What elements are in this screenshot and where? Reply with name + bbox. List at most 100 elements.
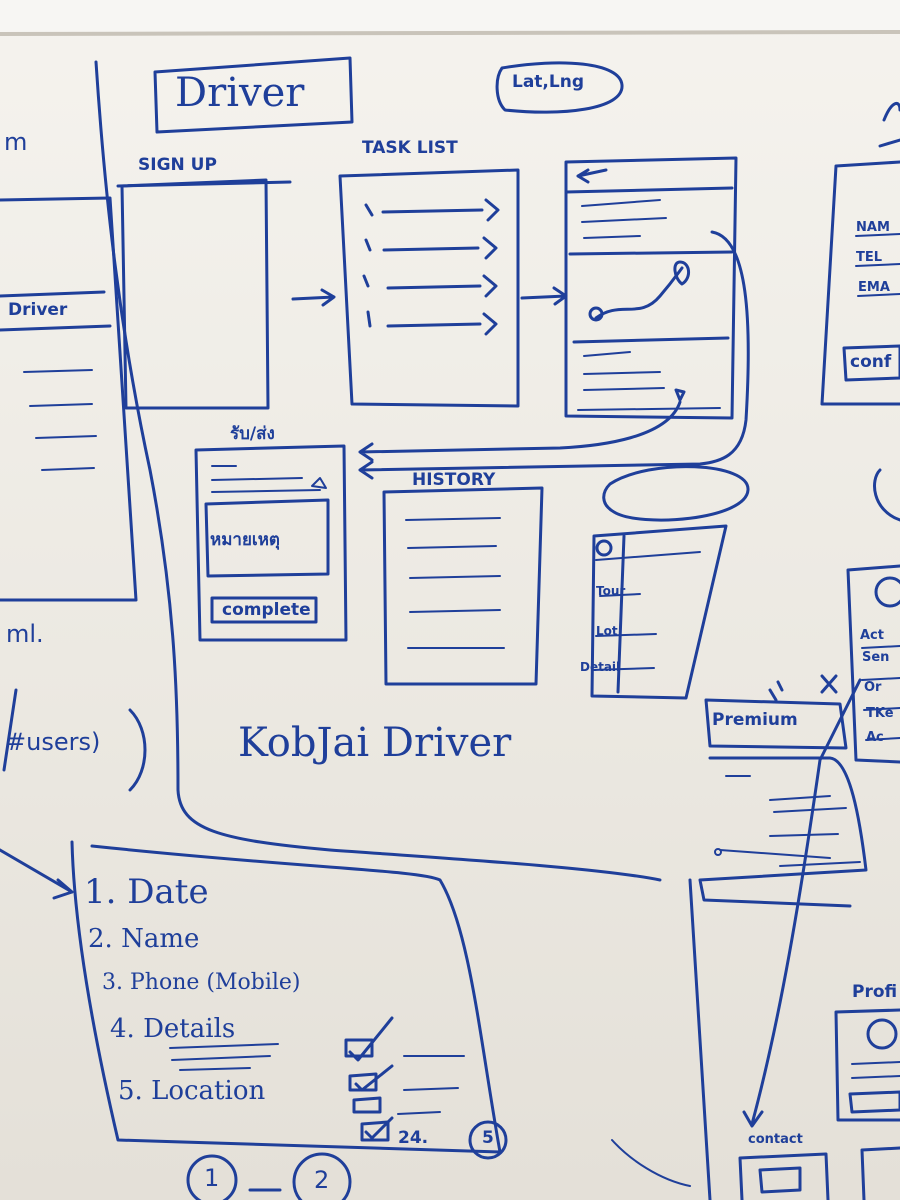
- premium-tick: [768, 680, 784, 702]
- premium-label: Premium: [712, 710, 798, 730]
- checkmark-2: [354, 1064, 394, 1092]
- details-underline-scribble: [169, 1043, 279, 1071]
- premium-lines: [719, 775, 861, 867]
- main-divider-line: [94, 60, 662, 882]
- side-row-tour: Tour: [596, 584, 626, 598]
- side-row-lot: Lot: [596, 624, 618, 638]
- board-top-edge: [0, 0, 900, 32]
- right-list-screen: [846, 564, 900, 764]
- arrow-tasklist-to-detail: [520, 286, 568, 306]
- page-circle-5: [468, 1120, 508, 1160]
- left-ml-text: ml.: [6, 620, 44, 648]
- side-list-item-1: Sen: [862, 650, 890, 665]
- form-field-name: NAM: [856, 220, 890, 235]
- side-panel-divider: [616, 534, 626, 694]
- side-row-detail: Detail: [580, 660, 621, 674]
- side-panel-rows: [591, 551, 701, 671]
- left-list-lines: [23, 369, 97, 471]
- detail-bottom-lines: [577, 351, 721, 411]
- checklist-item-5: 5. Location: [118, 1076, 266, 1106]
- tasklist-label: TASK LIST: [362, 138, 458, 158]
- profile-screen: [834, 1008, 900, 1122]
- task-row-2: [364, 236, 498, 260]
- avatar-icon: [595, 539, 613, 557]
- page-number-2: 2: [314, 1166, 330, 1194]
- history-screen: [382, 486, 544, 686]
- flow-back-arrow-1: [358, 230, 750, 480]
- detail-screen: [564, 156, 738, 420]
- right-bottom-curve: [611, 1139, 691, 1187]
- x-mark: [820, 674, 838, 694]
- page-number-1: 1: [204, 1164, 220, 1192]
- confirm-button-box: [842, 344, 900, 382]
- page-number-5: 5: [482, 1128, 494, 1148]
- right-top-scribble: [878, 101, 900, 148]
- complete-button: complete: [222, 600, 311, 620]
- checklist-box: [70, 840, 502, 1154]
- contact-label: contact: [748, 1132, 803, 1147]
- side-list-item-3: TKe: [866, 706, 894, 721]
- history-label: HISTORY: [412, 470, 496, 490]
- premium-dot: [714, 848, 722, 856]
- page-circle-2: [292, 1152, 352, 1200]
- task-row-3: [362, 274, 498, 298]
- users-bracket: [128, 708, 147, 792]
- latlng-bubble: [495, 61, 624, 114]
- checkmark-1: [348, 1016, 394, 1062]
- left-driver-tab: Driver: [8, 300, 68, 320]
- left-tab-lines: [0, 290, 112, 332]
- right-divider: [688, 878, 712, 1200]
- left-letter: m: [4, 128, 28, 156]
- task-row-4: [366, 310, 498, 336]
- arrow-to-contact: [742, 678, 862, 1128]
- pickup-label: รับ/ส่ง: [230, 424, 275, 444]
- checkbox-2: [348, 1072, 378, 1092]
- left-users-text: #users): [6, 728, 101, 756]
- right-list-lines: [861, 645, 900, 741]
- pickup-header-lines: [211, 465, 321, 493]
- logout-button-box: [848, 1090, 900, 1114]
- check-note: 24.: [398, 1128, 429, 1148]
- profile-lines: [851, 1061, 900, 1079]
- profile-label: Profi: [852, 982, 898, 1002]
- premium-phone-outline: [698, 756, 868, 908]
- signup-label: SIGN UP: [138, 155, 217, 175]
- contact-screen: [738, 1152, 830, 1200]
- side-list-item-2: Or: [864, 680, 882, 695]
- premium-box: [704, 698, 848, 750]
- flow-back-arrow-2: [358, 400, 682, 462]
- right-avatar-icon: [874, 576, 900, 608]
- users-hash-stroke: [2, 688, 18, 772]
- pickup-sort-icon: [311, 477, 327, 489]
- pickup-screen: [194, 444, 348, 642]
- tasklist-screen: [338, 168, 520, 408]
- confirm-label: conf: [850, 352, 892, 372]
- left-phone-screen: [0, 196, 138, 602]
- checklist-item-1: 1. Date: [84, 872, 209, 912]
- checkbox-lines: [397, 1055, 465, 1115]
- right-bottom-screen: [860, 1146, 900, 1200]
- profile-bubble: [602, 465, 750, 522]
- latlng-note: Lat,Lng: [512, 72, 584, 92]
- detail-marker-icon: [674, 388, 686, 402]
- checklist-item-2: 2. Name: [88, 924, 200, 954]
- map-start-icon: [588, 306, 604, 322]
- checkmark-4: [364, 1116, 394, 1140]
- arrow-to-checklist: [0, 848, 74, 900]
- map-top-line: [568, 250, 734, 256]
- map-route: [594, 266, 684, 320]
- history-lines: [405, 517, 505, 649]
- side-detail-panel: [590, 524, 728, 700]
- page-circle-1: [186, 1154, 238, 1200]
- checklist-item-3: 3. Phone (Mobile): [102, 970, 301, 995]
- driver-header-box: [153, 56, 354, 134]
- detail-appbar: [564, 186, 734, 194]
- contact-icon-box: [758, 1166, 802, 1194]
- checkbox-1: [344, 1038, 374, 1058]
- map-pin-icon: [673, 260, 690, 286]
- side-list-item-4: Ac: [866, 730, 884, 745]
- arrow-signup-to-tasklist: [291, 288, 336, 307]
- form-field-email: EMA: [858, 280, 890, 295]
- right-form-screen: [820, 160, 900, 406]
